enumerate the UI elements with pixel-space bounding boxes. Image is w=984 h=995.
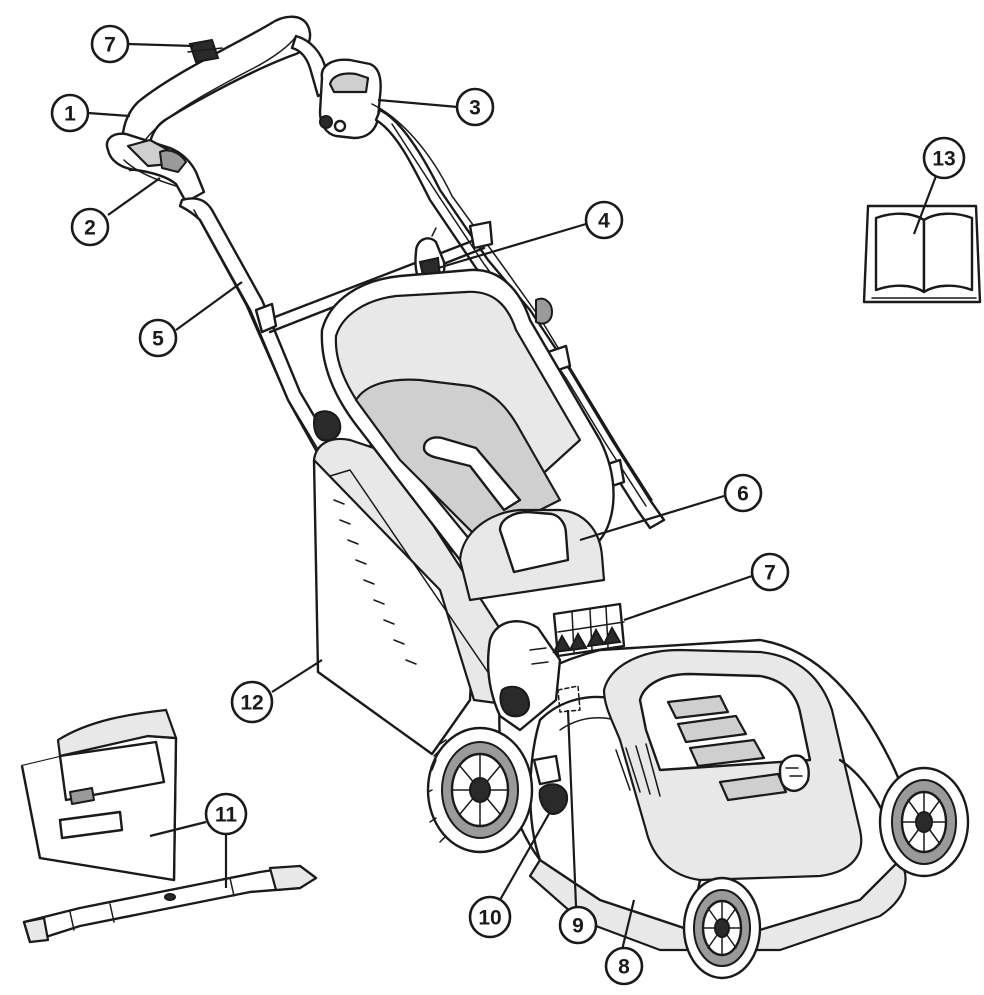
cable-clip bbox=[187, 38, 223, 64]
start-lever bbox=[105, 132, 206, 204]
callout-7-bottom: 7 bbox=[750, 552, 790, 592]
svg-text:6: 6 bbox=[737, 483, 749, 506]
svg-text:4: 4 bbox=[598, 210, 610, 233]
callout-7-top: 7 bbox=[90, 24, 130, 64]
callout-10: 10 bbox=[468, 895, 512, 939]
rear-right-wheel bbox=[878, 766, 970, 878]
callout-9: 9 bbox=[558, 905, 598, 945]
manual-book-icon bbox=[862, 204, 982, 304]
callout-8: 8 bbox=[604, 946, 644, 986]
callout-11: 11 bbox=[204, 792, 248, 836]
leader-lines bbox=[87, 42, 938, 951]
grass-box bbox=[312, 268, 615, 756]
svg-text:12: 12 bbox=[240, 692, 263, 715]
mulching-plug bbox=[20, 708, 178, 882]
handle-joint bbox=[486, 620, 562, 732]
svg-text:7: 7 bbox=[104, 34, 116, 57]
front-wheel bbox=[682, 876, 762, 980]
height-adjust-lever bbox=[532, 754, 568, 816]
blade bbox=[22, 864, 318, 944]
svg-text:13: 13 bbox=[932, 148, 955, 171]
svg-text:3: 3 bbox=[469, 97, 481, 120]
svg-text:2: 2 bbox=[84, 217, 96, 240]
callout-4: 4 bbox=[584, 200, 624, 240]
svg-text:9: 9 bbox=[572, 915, 584, 938]
svg-text:8: 8 bbox=[618, 956, 630, 979]
switch-box bbox=[318, 58, 382, 140]
callout-13: 13 bbox=[922, 136, 966, 180]
callout-1: 1 bbox=[50, 93, 90, 133]
svg-text:7: 7 bbox=[764, 562, 776, 585]
svg-text:5: 5 bbox=[152, 328, 164, 351]
callout-12: 12 bbox=[230, 680, 274, 724]
rear-left-wheel bbox=[426, 726, 534, 854]
svg-text:1: 1 bbox=[64, 103, 76, 126]
handlebar bbox=[121, 15, 332, 172]
svg-text:11: 11 bbox=[215, 804, 238, 827]
warning-decal bbox=[552, 602, 626, 658]
svg-text:10: 10 bbox=[478, 907, 501, 930]
callout-2: 2 bbox=[70, 207, 110, 247]
callout-3: 3 bbox=[455, 87, 495, 127]
callout-5: 5 bbox=[138, 318, 178, 358]
callout-6: 6 bbox=[723, 473, 763, 513]
